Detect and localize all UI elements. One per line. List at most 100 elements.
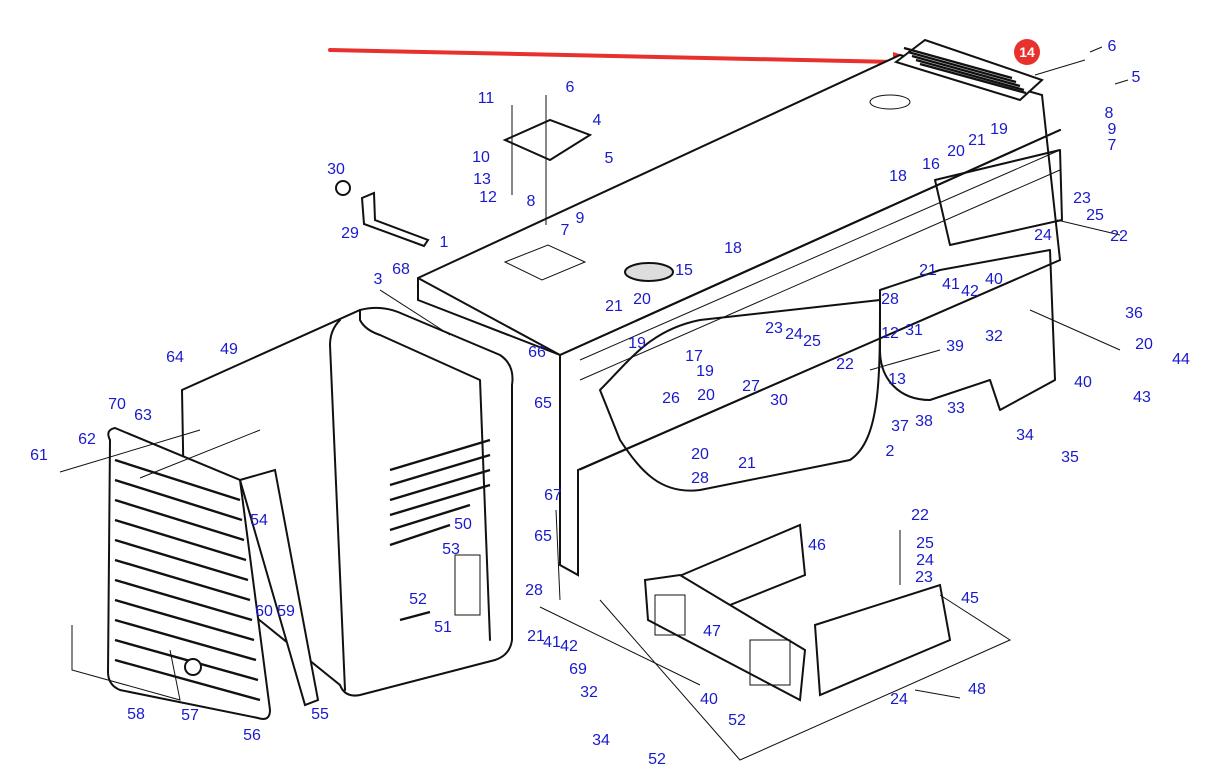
- callout-label-c21a[interactable]: 21: [968, 132, 986, 149]
- callout-label-c67[interactable]: 67: [544, 487, 562, 504]
- callout-label-c68[interactable]: 68: [392, 261, 410, 278]
- callout-label-c25a[interactable]: 25: [1086, 207, 1104, 224]
- callout-label-c38[interactable]: 38: [915, 413, 933, 430]
- callout-label-c4[interactable]: 4: [592, 112, 602, 129]
- callout-label-c9b[interactable]: 9: [575, 210, 585, 227]
- callout-label-c45[interactable]: 45: [961, 590, 979, 607]
- callout-label-c56[interactable]: 56: [243, 727, 261, 744]
- callout-label-c30a[interactable]: 30: [327, 161, 345, 178]
- callout-label-c65a[interactable]: 65: [534, 395, 552, 412]
- callout-label-c66[interactable]: 66: [528, 344, 546, 361]
- callout-label-c40a[interactable]: 40: [985, 271, 1003, 288]
- callout-label-c69[interactable]: 69: [569, 661, 587, 678]
- callout-label-c48[interactable]: 48: [968, 681, 986, 698]
- callout-label-c15[interactable]: 15: [675, 262, 693, 279]
- callout-label-c30b[interactable]: 30: [770, 392, 788, 409]
- callout-label-c51[interactable]: 51: [434, 619, 452, 636]
- callout-label-c2[interactable]: 2: [885, 443, 895, 460]
- callout-label-c24d[interactable]: 24: [890, 691, 908, 708]
- callout-label-c8b[interactable]: 8: [526, 193, 536, 210]
- callout-label-c58[interactable]: 58: [127, 706, 145, 723]
- callout-label-c46[interactable]: 46: [808, 537, 826, 554]
- callout-label-c21e[interactable]: 21: [527, 628, 545, 645]
- callout-label-c18b[interactable]: 18: [724, 240, 742, 257]
- callout-label-c6b[interactable]: 6: [565, 79, 575, 96]
- callout-label-c40c[interactable]: 40: [700, 691, 718, 708]
- callout-label-c19c[interactable]: 19: [696, 363, 714, 380]
- callout-label-c28c[interactable]: 28: [525, 582, 543, 599]
- callout-label-c62[interactable]: 62: [78, 431, 96, 448]
- callout-label-c6a[interactable]: 6: [1107, 38, 1117, 55]
- callout-label-c52a[interactable]: 52: [409, 591, 427, 608]
- callout-label-c7a[interactable]: 7: [1107, 137, 1117, 154]
- callout-label-c23b[interactable]: 23: [765, 320, 783, 337]
- callout-label-c65b[interactable]: 65: [534, 528, 552, 545]
- callout-label-c27[interactable]: 27: [742, 378, 760, 395]
- callout-label-c24a[interactable]: 24: [1034, 227, 1052, 244]
- callout-label-c26[interactable]: 26: [662, 390, 680, 407]
- callout-label-c55[interactable]: 55: [311, 706, 329, 723]
- callout-label-c10[interactable]: 10: [472, 149, 490, 166]
- callout-label-c5b[interactable]: 5: [604, 150, 614, 167]
- callout-label-c34a[interactable]: 34: [1016, 427, 1034, 444]
- highlight-part-badge[interactable]: 14: [1014, 39, 1040, 65]
- callout-label-c34b[interactable]: 34: [592, 732, 610, 749]
- callout-label-c52c[interactable]: 52: [648, 751, 666, 768]
- callout-label-c19b[interactable]: 19: [628, 335, 646, 352]
- callout-label-c20c[interactable]: 20: [697, 387, 715, 404]
- callout-label-c57[interactable]: 57: [181, 707, 199, 724]
- callout-label-c20e[interactable]: 20: [1135, 336, 1153, 353]
- callout-label-c1[interactable]: 1: [439, 234, 449, 251]
- callout-label-c8a[interactable]: 8: [1104, 105, 1114, 122]
- callout-label-c28b[interactable]: 28: [881, 291, 899, 308]
- callout-label-c63[interactable]: 63: [134, 407, 152, 424]
- callout-label-c32b[interactable]: 32: [580, 684, 598, 701]
- callout-label-c52b[interactable]: 52: [728, 712, 746, 729]
- callout-label-c40b[interactable]: 40: [1074, 374, 1092, 391]
- callout-label-c41a[interactable]: 41: [942, 276, 960, 293]
- callout-label-c24c[interactable]: 24: [916, 552, 934, 569]
- callout-label-c12a[interactable]: 12: [479, 189, 497, 206]
- callout-label-c21c[interactable]: 21: [738, 455, 756, 472]
- callout-label-c44[interactable]: 44: [1172, 351, 1190, 368]
- callout-label-c49[interactable]: 49: [220, 341, 238, 358]
- callout-label-c43[interactable]: 43: [1133, 389, 1151, 406]
- callout-label-c70[interactable]: 70: [108, 396, 126, 413]
- callout-label-c60[interactable]: 60: [255, 603, 273, 620]
- callout-label-c25c[interactable]: 25: [916, 535, 934, 552]
- callout-label-c39[interactable]: 39: [946, 338, 964, 355]
- callout-label-c9a[interactable]: 9: [1107, 121, 1117, 138]
- callout-label-c41b[interactable]: 41: [543, 634, 561, 651]
- callout-label-c37[interactable]: 37: [891, 418, 909, 435]
- callout-label-c32a[interactable]: 32: [985, 328, 1003, 345]
- callout-label-c19a[interactable]: 19: [990, 121, 1008, 138]
- callout-label-c29[interactable]: 29: [341, 225, 359, 242]
- callout-label-c13a[interactable]: 13: [473, 171, 491, 188]
- callout-label-c22a[interactable]: 22: [1110, 228, 1128, 245]
- callout-label-c20d[interactable]: 20: [691, 446, 709, 463]
- callout-label-c64[interactable]: 64: [166, 349, 184, 366]
- callout-label-c12b[interactable]: 12: [881, 325, 899, 342]
- callout-label-c42a[interactable]: 42: [961, 283, 979, 300]
- callout-label-c25b[interactable]: 25: [803, 333, 821, 350]
- callout-label-c23c[interactable]: 23: [915, 569, 933, 586]
- callout-label-c33[interactable]: 33: [947, 400, 965, 417]
- callout-label-c50[interactable]: 50: [454, 516, 472, 533]
- callout-label-c47[interactable]: 47: [703, 623, 721, 640]
- callout-label-c13b[interactable]: 13: [888, 371, 906, 388]
- callout-label-c53[interactable]: 53: [442, 541, 460, 558]
- callout-label-c35[interactable]: 35: [1061, 449, 1079, 466]
- callout-label-c22c[interactable]: 22: [911, 507, 929, 524]
- callout-label-c31[interactable]: 31: [905, 322, 923, 339]
- callout-label-c16a[interactable]: 16: [922, 156, 940, 173]
- callout-label-c20a[interactable]: 20: [947, 143, 965, 160]
- callout-label-c11[interactable]: 11: [477, 90, 495, 107]
- callout-label-c61[interactable]: 61: [30, 447, 48, 464]
- callout-label-c23a[interactable]: 23: [1073, 190, 1091, 207]
- callout-label-c24b[interactable]: 24: [785, 326, 803, 343]
- callout-label-c7b[interactable]: 7: [560, 222, 570, 239]
- callout-label-c36[interactable]: 36: [1125, 305, 1143, 322]
- callout-label-c3[interactable]: 3: [373, 271, 383, 288]
- callout-label-c17[interactable]: 17: [685, 348, 703, 365]
- callout-label-c20b[interactable]: 20: [633, 291, 651, 308]
